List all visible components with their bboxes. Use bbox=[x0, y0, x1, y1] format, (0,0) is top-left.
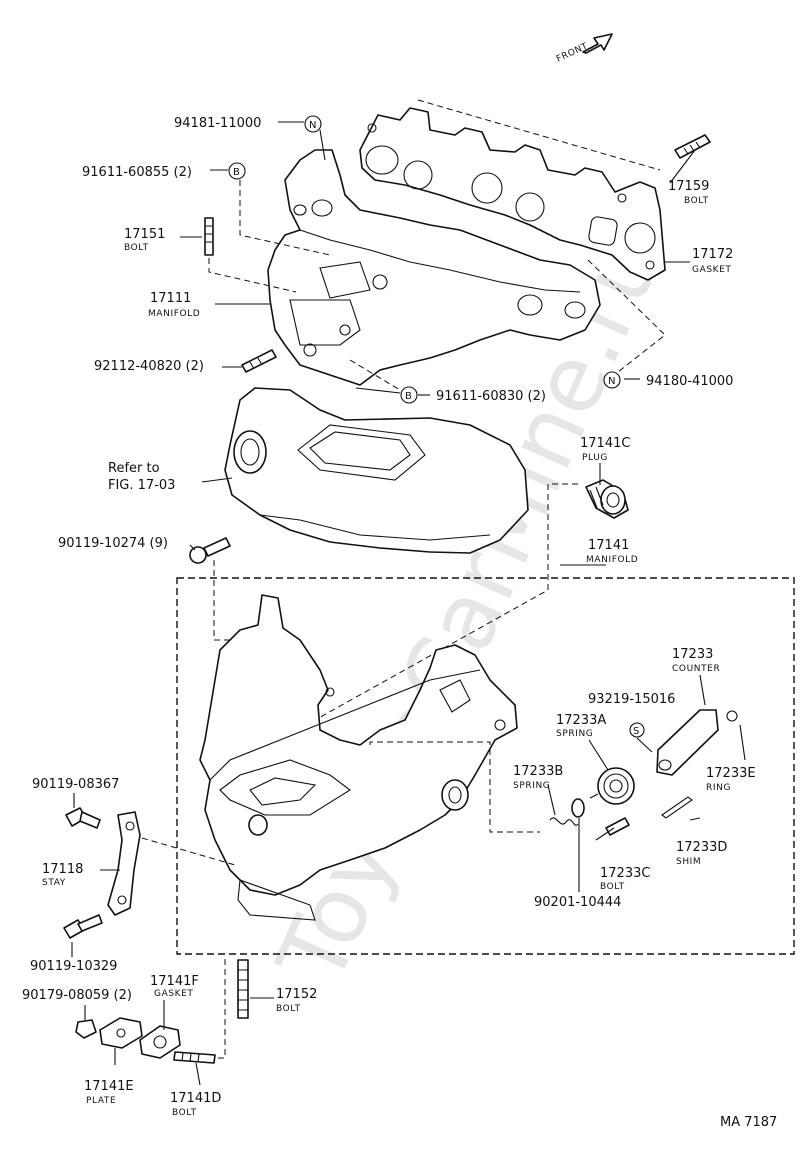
callout-90119-08367: 90119-08367 bbox=[32, 777, 119, 792]
n-marker-lower-icon bbox=[603, 371, 621, 389]
spring-17233b-icon bbox=[549, 817, 579, 826]
refer-line-1: Refer to bbox=[108, 461, 160, 476]
callout-17141e-name: PLATE bbox=[86, 1096, 116, 1106]
callout-17172: 17172 bbox=[692, 247, 733, 262]
stud-17152-icon bbox=[237, 959, 249, 1019]
callout-17233a: 17233A bbox=[556, 713, 606, 728]
stay-17118 bbox=[107, 811, 141, 916]
b-marker-lower-label: B bbox=[405, 391, 412, 402]
callout-17141d: 17141D bbox=[170, 1091, 221, 1106]
callout-17233b: 17233B bbox=[513, 764, 563, 779]
nut-90179-icon bbox=[75, 1019, 97, 1039]
washer-90201-icon bbox=[571, 798, 585, 818]
callout-17111: 17111 bbox=[150, 291, 191, 306]
callout-17111-name: MANIFOLD bbox=[148, 309, 200, 319]
bolt-17233c-icon bbox=[605, 817, 630, 836]
exhaust-manifold-17111 bbox=[267, 149, 601, 386]
callout-17141e: 17141E bbox=[84, 1079, 134, 1094]
bolt-90119-10329-icon bbox=[63, 914, 103, 939]
b-marker-lower-icon bbox=[400, 386, 418, 404]
callout-17118-name: STAY bbox=[42, 878, 66, 888]
callout-17172-name: GASKET bbox=[692, 265, 732, 275]
callout-91611-60855: 91611-60855 (2) bbox=[82, 165, 192, 180]
callout-17159-name: BOLT bbox=[684, 196, 709, 206]
callout-90119-10274: 90119-10274 (9) bbox=[58, 536, 168, 551]
callout-92112-40820: 92112-40820 (2) bbox=[94, 359, 204, 374]
n-marker-lower-label: N bbox=[608, 376, 615, 387]
stud-17151-icon bbox=[204, 217, 214, 256]
b-marker-upper-icon bbox=[228, 162, 246, 180]
spring-17233a-icon bbox=[589, 767, 635, 805]
bolt-90119-10274-icon bbox=[189, 537, 231, 564]
callout-17233a-name: SPRING bbox=[556, 729, 593, 739]
refer-line-2: FIG. 17-03 bbox=[108, 478, 175, 493]
heat-insulator bbox=[224, 387, 529, 554]
s-marker-93219-icon bbox=[629, 722, 645, 738]
callout-90179-08059: 90179-08059 (2) bbox=[22, 988, 132, 1003]
plate-17141e-icon bbox=[99, 1017, 143, 1049]
callout-17151: 17151 bbox=[124, 227, 165, 242]
callout-17141c-name: PLUG bbox=[582, 453, 608, 463]
gasket-17141f-icon bbox=[139, 1025, 181, 1059]
callout-17233b-name: SPRING bbox=[513, 781, 550, 791]
n-marker-upper-icon bbox=[304, 115, 322, 133]
n-marker-upper-label: N bbox=[309, 120, 316, 131]
callout-17141c: 17141C bbox=[580, 436, 630, 451]
s-marker-label: S bbox=[633, 726, 639, 737]
callout-17233d: 17233D bbox=[676, 840, 727, 855]
callout-17141f-name: GASKET bbox=[154, 989, 194, 999]
callout-91611-60830: 91611-60830 (2) bbox=[436, 389, 546, 404]
b-marker-upper-label: B bbox=[233, 167, 240, 178]
callout-17233e-name: RING bbox=[706, 783, 731, 793]
callout-17141d-name: BOLT bbox=[172, 1108, 197, 1118]
callout-90119-10329: 90119-10329 bbox=[30, 959, 117, 974]
plug-17141c-icon bbox=[585, 479, 629, 519]
diagram-code: MA 7187 bbox=[720, 1115, 777, 1130]
ring-17233e-icon bbox=[726, 710, 738, 722]
callout-93219-15016: 93219-15016 bbox=[588, 692, 675, 707]
callout-17152-name: BOLT bbox=[276, 1004, 301, 1014]
callout-17233d-name: SHIM bbox=[676, 857, 701, 867]
callout-94181-11000: 94181-11000 bbox=[174, 116, 261, 131]
counter-17233-icon bbox=[656, 709, 719, 776]
callout-17141: 17141 bbox=[588, 538, 629, 553]
manifold-assembly-box bbox=[176, 577, 795, 955]
callout-17118: 17118 bbox=[42, 862, 83, 877]
callout-17151-name: BOLT bbox=[124, 243, 149, 253]
callout-17233c-name: BOLT bbox=[600, 882, 625, 892]
stud-92112-icon bbox=[241, 349, 277, 373]
callout-17152: 17152 bbox=[276, 987, 317, 1002]
callout-17141-name: MANIFOLD bbox=[586, 555, 638, 565]
callout-17233: 17233 bbox=[672, 647, 713, 662]
callout-17159: 17159 bbox=[668, 179, 709, 194]
stud-17141d-icon bbox=[173, 1051, 216, 1064]
exhaust-gasket bbox=[359, 107, 666, 281]
callout-94180-41000: 94180-41000 bbox=[646, 374, 733, 389]
shim-17233d-icon bbox=[661, 796, 693, 819]
intake-manifold-17141 bbox=[199, 594, 518, 921]
front-arrow-icon bbox=[582, 33, 613, 54]
bolt-90119-08367-icon bbox=[65, 807, 101, 829]
callout-17233c: 17233C bbox=[600, 866, 650, 881]
callout-17233-name: COUNTER bbox=[672, 664, 720, 674]
callout-90201-10444: 90201-10444 bbox=[534, 895, 621, 910]
callout-17141f: 17141F bbox=[150, 974, 199, 989]
stud-17159-icon bbox=[674, 134, 711, 159]
callout-17233e: 17233E bbox=[706, 766, 756, 781]
